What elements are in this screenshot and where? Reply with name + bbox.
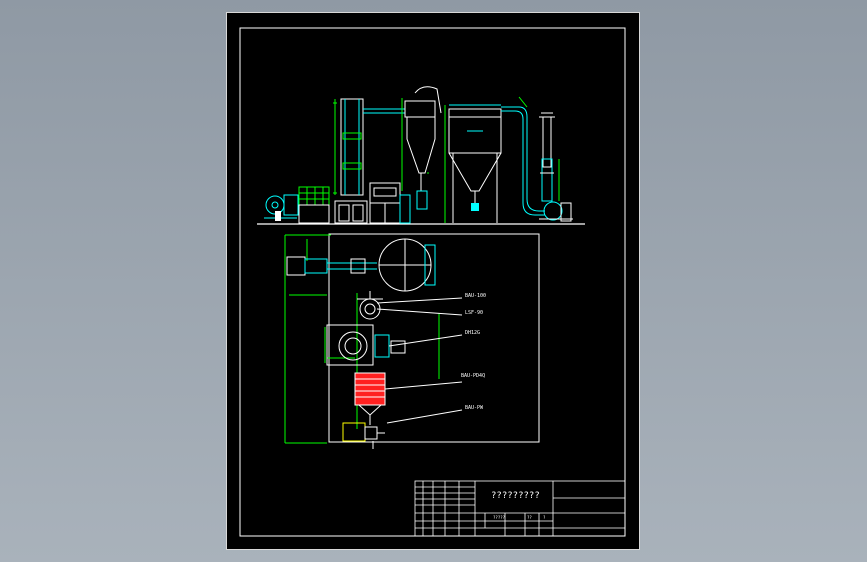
- plan-cyclone: [357, 291, 383, 320]
- drawing-sheet: BAU-100 LSF-90 DH12G BAU-PD4Q BAU-PW: [226, 12, 640, 550]
- air-heater: [298, 186, 330, 224]
- plan-view: [284, 233, 540, 449]
- title-block: [414, 480, 626, 537]
- feeder-structure: [369, 182, 411, 224]
- callout-label: BAU-PW: [465, 405, 484, 411]
- drawing-frame: [239, 27, 626, 537]
- plan-drying-chamber: [378, 238, 436, 292]
- callout-label: BAU-PD4Q: [461, 373, 485, 379]
- plan-feeder: [342, 422, 385, 449]
- exhaust-duct: [501, 96, 545, 216]
- blower-fan: [264, 194, 299, 221]
- exhaust-fan: [539, 201, 573, 222]
- plan-blower: [286, 256, 377, 276]
- title-block-cell: ?????: [493, 515, 506, 520]
- exhaust-stack: [539, 112, 560, 202]
- cyclone-separator: [401, 86, 442, 192]
- callout-label: LSF-90: [465, 310, 483, 316]
- drying-tower: [333, 98, 368, 224]
- callout-label: DH12G: [465, 330, 480, 336]
- plan-heater: [354, 372, 386, 425]
- title-block-cell: ??: [527, 515, 532, 520]
- callout-label: BAU-100: [465, 293, 486, 299]
- title-block-name: ?????????: [491, 491, 540, 501]
- duct: [363, 108, 405, 114]
- bag-filter: [444, 104, 502, 223]
- plan-mill: [326, 324, 406, 366]
- title-block-cell: ?: [543, 515, 546, 520]
- elevation-view: [257, 86, 585, 225]
